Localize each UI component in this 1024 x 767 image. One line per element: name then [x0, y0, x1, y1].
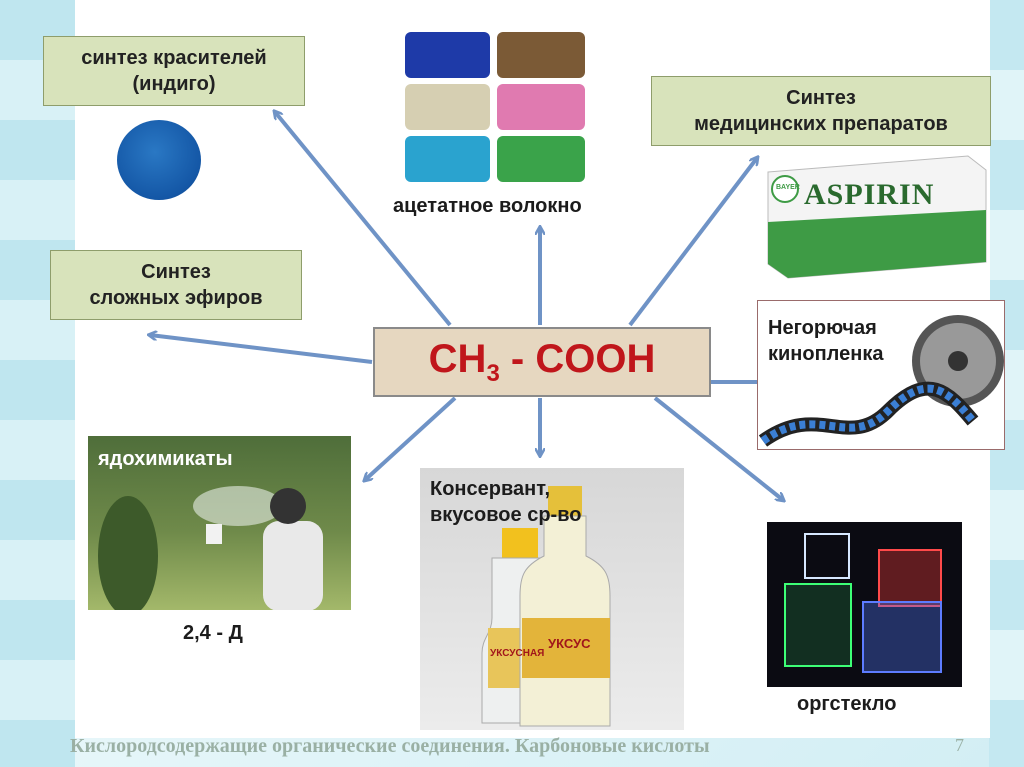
label-herbicide: 2,4 - Д — [183, 622, 243, 644]
label-film-line1: Негорючая — [768, 317, 877, 339]
box-dye-line1: синтез красителей — [81, 47, 267, 69]
fiber-spools-image — [405, 30, 587, 182]
formula-subscript: 3 — [486, 359, 500, 387]
formula-part-a: CH — [428, 336, 487, 381]
label-film: Негорючая кинопленка — [768, 315, 883, 367]
label-preservative-line2: вкусовое ср-во — [430, 504, 582, 526]
formula-part-b: - COOH — [499, 336, 656, 381]
box-medicine-line2: медицинских препаратов — [694, 113, 948, 135]
label-plexiglass: оргстекло — [797, 693, 897, 715]
aspirin-brand: ASPIRIN — [804, 178, 935, 211]
box-ester-line1: Синтез — [141, 261, 211, 283]
page-number: 7 — [955, 735, 964, 755]
box-dye-synthesis: синтез красителей (индиго) — [43, 36, 305, 106]
film-image: Негорючая кинопленка — [757, 300, 1005, 450]
box-ester-line2: сложных эфиров — [89, 287, 263, 309]
aspirin-package-image: BAYER ASPIRIN — [758, 152, 990, 280]
box-ester-synthesis: Синтез сложных эфиров — [50, 250, 302, 320]
aspirin-maker: BAYER — [776, 184, 800, 191]
arrow-to-dyes — [275, 112, 452, 327]
label-acetate-fiber: ацетатное волокно — [393, 195, 582, 217]
arrow-to-glass — [653, 396, 783, 500]
box-medicine-synthesis: Синтез медицинских препаратов — [651, 76, 991, 146]
pesticides-image: ядохимикаты — [88, 436, 351, 610]
label-film-line2: кинопленка — [768, 343, 884, 365]
box-medicine-line1: Синтез — [786, 87, 856, 109]
label-preservative: Консервант, вкусовое ср-во — [430, 476, 581, 528]
formula-text: CH3 - COOH — [429, 337, 656, 388]
box-dye-line2: (индиго) — [132, 73, 216, 95]
label-pesticides: ядохимикаты — [98, 448, 233, 470]
arrow-to-pesticides — [365, 396, 457, 480]
plexiglass-image — [767, 522, 962, 687]
arrow-to-medicine — [628, 158, 757, 327]
vinegar-bottles-image: Консервант, вкусовое ср-во УКСУСНАЯ УКСУ… — [420, 468, 684, 730]
label-preservative-line1: Консервант, — [430, 478, 551, 500]
arrow-to-esters — [150, 335, 373, 364]
indigo-dye-circle — [117, 120, 201, 200]
decorative-frame-left — [0, 0, 75, 767]
vinegar-label-a: УКСУСНАЯ — [490, 648, 545, 659]
slide-footer: Кислородсодержащие органические соединен… — [70, 735, 710, 757]
vinegar-label-b: УКСУС — [548, 636, 591, 651]
acetic-acid-formula-box: CH3 - COOH — [373, 327, 711, 397]
